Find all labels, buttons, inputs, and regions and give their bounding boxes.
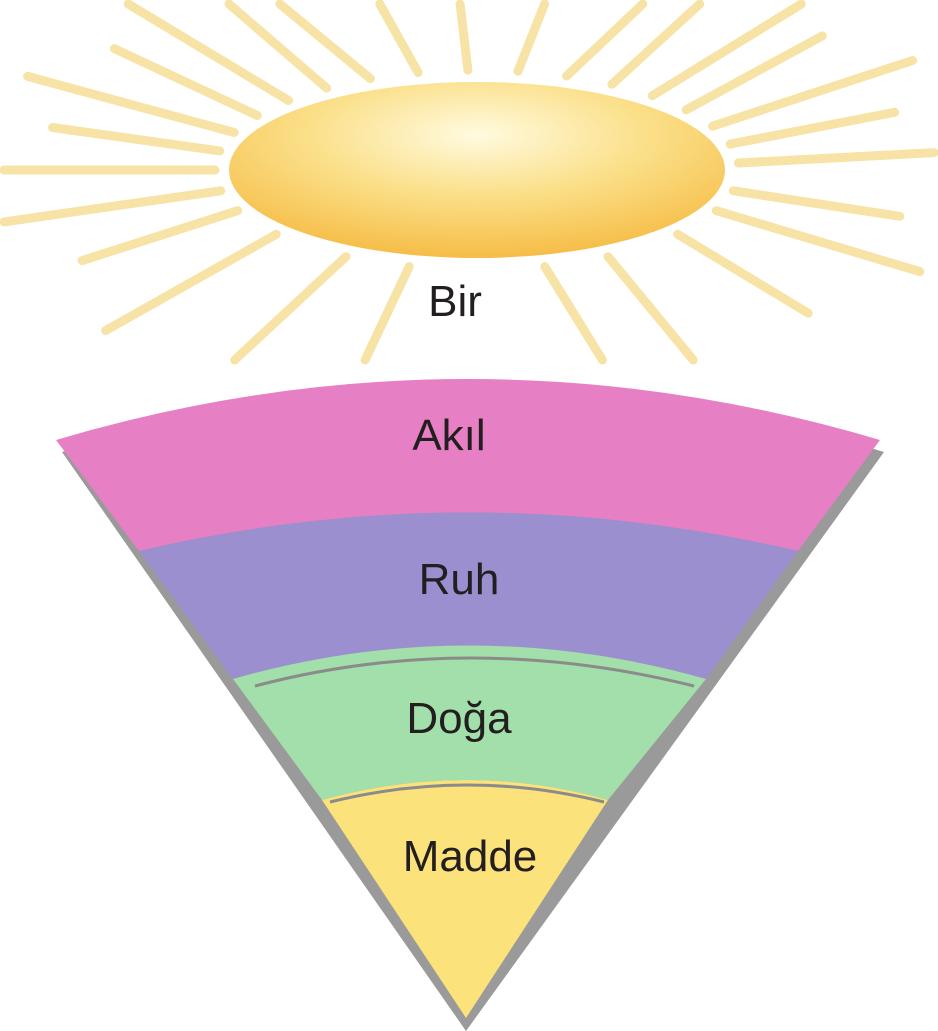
sun-ray bbox=[678, 234, 809, 313]
sun-ray bbox=[4, 191, 221, 222]
sun-ray bbox=[460, 4, 468, 70]
layer-madde-band bbox=[322, 780, 608, 1018]
sun-ray bbox=[128, 4, 288, 101]
layer-ruh-label: Ruh bbox=[419, 555, 500, 604]
sun-ray bbox=[53, 128, 220, 151]
sun-ray bbox=[518, 4, 545, 71]
sun-ray bbox=[608, 257, 693, 360]
sun-ray bbox=[280, 4, 371, 79]
sun-ray bbox=[365, 267, 409, 360]
layer-akil-label: Akıl bbox=[412, 411, 485, 460]
sun-ray bbox=[738, 153, 934, 163]
sun-ray bbox=[733, 191, 900, 217]
layer-doga-label: Doğa bbox=[406, 694, 512, 743]
sun-ray bbox=[82, 211, 238, 261]
sun-ray bbox=[380, 4, 418, 73]
sun-disc bbox=[229, 82, 725, 258]
top-label: Bir bbox=[428, 277, 482, 326]
sun-ray bbox=[652, 4, 801, 96]
sun-ray bbox=[235, 257, 346, 360]
sun-ray bbox=[545, 267, 603, 360]
sun-ray bbox=[730, 112, 895, 144]
sun-ray bbox=[716, 211, 920, 272]
layer-madde-label: Madde bbox=[403, 832, 538, 881]
